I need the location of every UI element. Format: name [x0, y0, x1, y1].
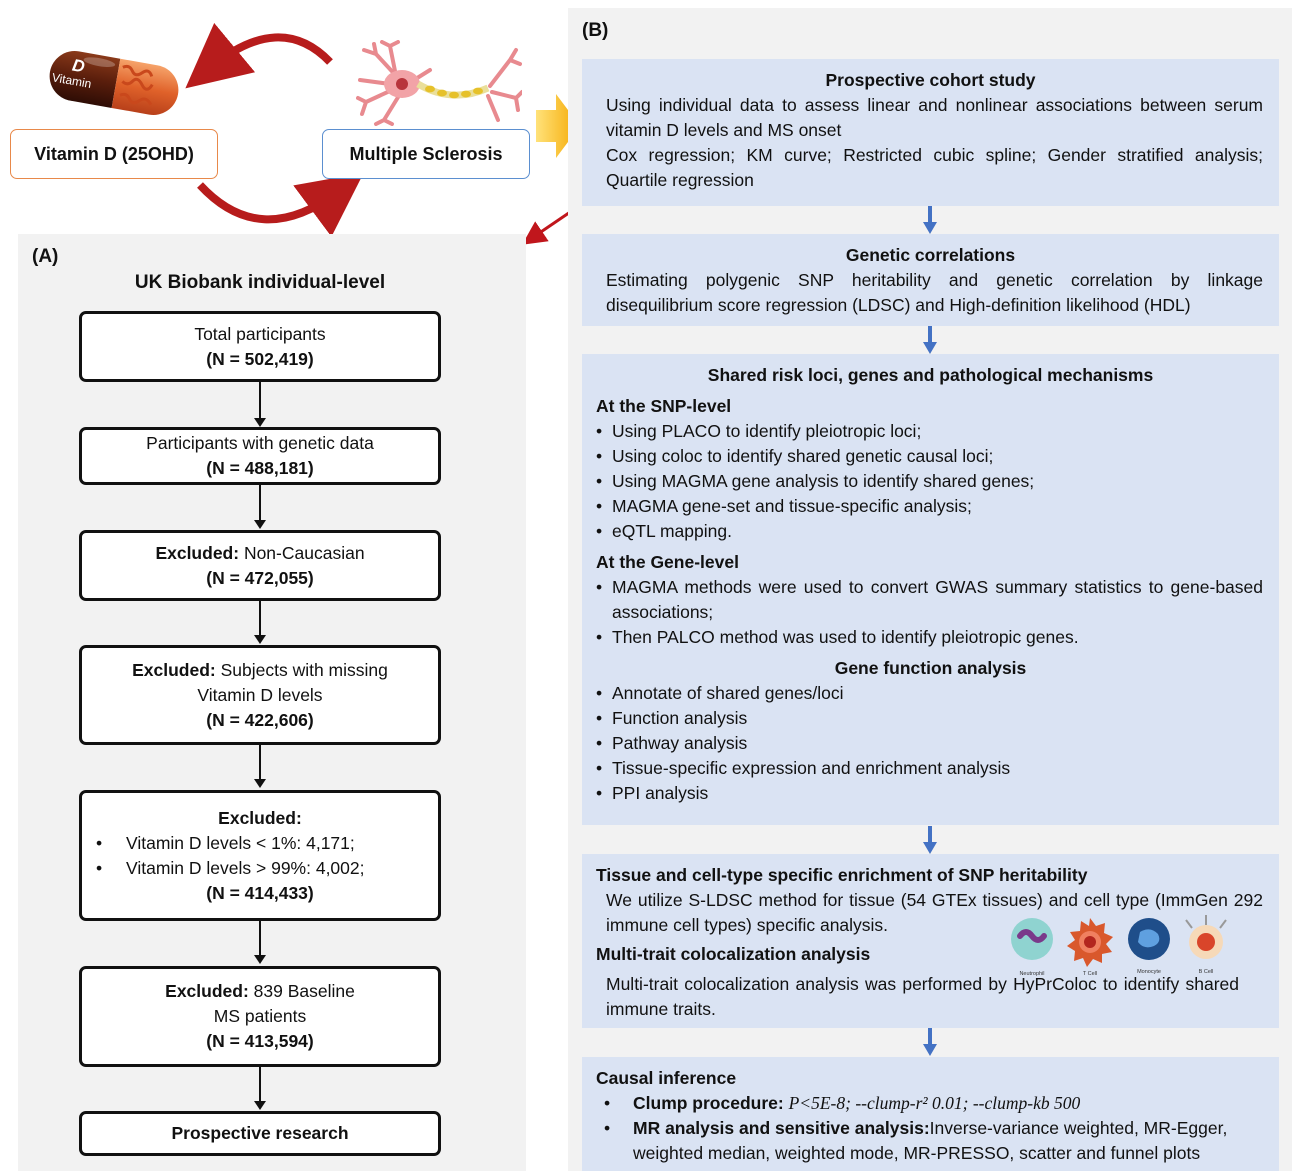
- causal-box: Causal inference • Clump procedure: P<5E…: [582, 1057, 1279, 1171]
- list-item: •MAGMA methods were used to convert GWAS…: [596, 577, 1263, 622]
- cell-label: Neutrophil: [1019, 971, 1044, 977]
- big-yellow-arrow-icon: [536, 94, 580, 158]
- blue-down-arrow: [923, 326, 937, 354]
- list-item: •Tissue-specific expression and enrichme…: [596, 758, 1011, 778]
- list-item: •MAGMA gene-set and tissue-specific anal…: [596, 496, 972, 516]
- flow-box-missing-vitd: Excluded: Subjects with missing Vitamin …: [79, 645, 441, 745]
- vitamin-d-label-box: Vitamin D (25OHD): [10, 129, 218, 179]
- list-item: •Using MAGMA gene analysis to identify s…: [596, 471, 1035, 491]
- panel-a-title: UK Biobank individual-level: [134, 272, 386, 293]
- list-item: •eQTL mapping.: [596, 521, 732, 541]
- list-item: •Function analysis: [596, 708, 748, 728]
- pill-letter: D: [71, 56, 86, 77]
- vitamin-d-label: Vitamin D (25OHD): [34, 143, 194, 164]
- panel-a-label: (A): [32, 246, 59, 267]
- clump-value: P<5E-8; --clump-r² 0.01; --clump-kb 500: [788, 1093, 1081, 1113]
- list-item: •Then PALCO method was used to identify …: [596, 627, 1079, 647]
- flow-box-non-caucasian: Excluded: Non-Caucasian (N = 472,055): [79, 530, 441, 601]
- b-cell-icon: [1185, 915, 1227, 959]
- monocyte-icon: [1128, 918, 1170, 960]
- multiple-sclerosis-label-box: Multiple Sclerosis: [322, 129, 530, 179]
- genetic-box: Genetic correlations Estimating polygeni…: [582, 234, 1279, 326]
- blue-down-arrow: [923, 206, 937, 234]
- shared-box: Shared risk loci, genes and pathological…: [582, 354, 1279, 825]
- immune-cells-icon: Neutrophil T Cell Monocyte B Cell: [1011, 915, 1227, 977]
- list-item: •PPI analysis: [596, 783, 709, 803]
- flow-box-total: Total participants (N = 502,419): [79, 311, 441, 382]
- cohort-box: Prospective cohort study Using individua…: [582, 59, 1279, 206]
- pill-word: Vitamin: [51, 70, 93, 91]
- multiple-sclerosis-label: Multiple Sclerosis: [349, 143, 503, 164]
- cell-label: Monocyte: [1137, 969, 1161, 975]
- blue-down-arrow: [923, 1028, 937, 1056]
- list-item: •Using PLACO to identify pleiotropic loc…: [596, 421, 922, 441]
- list-item: •Pathway analysis: [596, 733, 748, 753]
- neuron-icon: [356, 40, 524, 126]
- cell-label: T Cell: [1083, 971, 1097, 977]
- blue-down-arrow: [923, 826, 937, 854]
- neutrophil-icon: [1011, 918, 1053, 960]
- panel-b-label: (B): [582, 20, 609, 41]
- flow-box-prospective: Prospective research: [79, 1111, 441, 1156]
- vitamin-d-pill-icon: D Vitamin: [36, 40, 192, 126]
- flow-box-genetic: Participants with genetic data (N = 488,…: [79, 427, 441, 485]
- flow-box-baseline-ms: Excluded: 839 Baseline MS patients (N = …: [79, 966, 441, 1067]
- cycle-arrows: [185, 22, 364, 235]
- list-item: •Annotate of shared genes/loci: [596, 683, 844, 703]
- flow-box-extreme-vitd: Excluded: •Vitamin D levels < 1%: 4,171;…: [79, 790, 441, 921]
- t-cell-icon: [1067, 918, 1113, 967]
- list-item: •Using coloc to identify shared genetic …: [596, 446, 994, 466]
- cell-label: B Cell: [1199, 969, 1214, 975]
